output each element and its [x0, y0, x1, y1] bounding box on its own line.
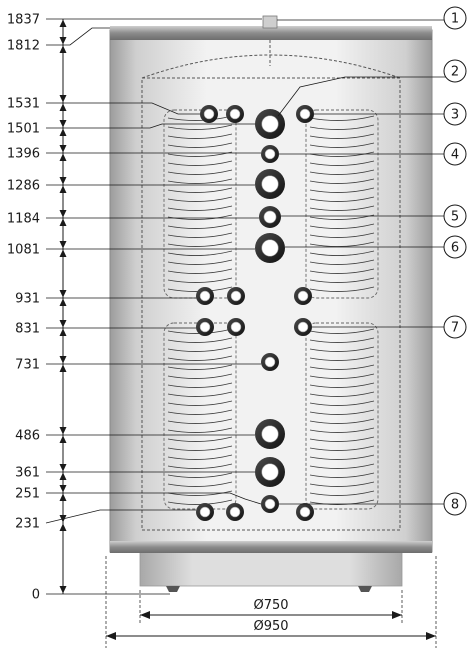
port-486: [255, 419, 285, 449]
height-label: 0: [32, 588, 40, 603]
inner-diameter-label: Ø750: [253, 598, 288, 613]
callout-6: 6: [285, 235, 467, 259]
height-label: 1396: [7, 147, 40, 162]
top-band: [110, 26, 432, 40]
port-831-left-a: [196, 318, 214, 336]
callout-number: 4: [451, 148, 459, 163]
bottom-band: [110, 541, 432, 553]
callout-number: 8: [451, 498, 459, 513]
height-label: 831: [15, 322, 40, 337]
height-label: 1837: [7, 13, 40, 28]
height-level-1531: 1531: [7, 95, 67, 112]
port-361: [255, 457, 285, 487]
connection-ports: [196, 105, 314, 521]
port-1531-left-b: [226, 105, 244, 123]
right-foot: [358, 586, 372, 592]
top-nozzle: [262, 15, 278, 29]
height-level-1081: 1081: [7, 241, 67, 258]
port-231-right: [296, 503, 314, 521]
diameter-dimensions: Ø750 Ø950: [105, 556, 437, 648]
height-label: 1812: [7, 39, 40, 54]
port-251: [261, 495, 279, 513]
height-level-251: 251: [15, 485, 67, 502]
left-foot: [166, 586, 180, 592]
height-label: 1501: [7, 122, 40, 137]
callout-7: 7: [312, 315, 467, 339]
callout-number: 3: [451, 108, 459, 123]
height-level-731: 731: [15, 356, 67, 373]
callout-number: 2: [451, 65, 459, 80]
port-831-left-b: [227, 318, 245, 336]
outer-diameter-label: Ø950: [253, 619, 288, 634]
callout-number: 5: [451, 210, 459, 225]
height-label: 486: [15, 429, 40, 444]
callout-1: 1: [277, 6, 467, 30]
height-level-1501: 1501: [7, 120, 67, 137]
callout-2: 2: [277, 59, 467, 117]
height-level-931: 931: [15, 290, 67, 307]
height-level-361: 361: [15, 464, 67, 481]
height-level-1286: 1286: [7, 177, 67, 194]
height-label: 1286: [7, 179, 40, 194]
port-1081: [255, 233, 285, 263]
port-1501: [255, 109, 285, 139]
lower-right-coil: [305, 322, 379, 510]
port-931-left-b: [227, 287, 245, 305]
height-label: 931: [15, 292, 40, 307]
height-level-1812: 1812: [7, 37, 67, 54]
height-label: 361: [15, 466, 40, 481]
height-level-831: 831: [15, 320, 67, 337]
port-1184: [259, 206, 281, 228]
port-1531-right: [296, 105, 314, 123]
height-label: 231: [15, 517, 40, 532]
tank-base: [139, 551, 403, 592]
port-931-right: [294, 287, 312, 305]
height-dimension-chain: 1837 1812 1531 1501 1396 1286 1184 1081 931 831 73…: [7, 13, 262, 603]
callout-8: 8: [279, 492, 467, 516]
port-231-left-a: [196, 503, 214, 521]
port-1286: [255, 169, 285, 199]
callout-number: 6: [451, 241, 459, 256]
callout-number: 7: [451, 321, 459, 336]
port-1396: [261, 145, 279, 163]
callout-5: 5: [281, 204, 467, 228]
port-231-left-b: [226, 503, 244, 521]
port-1531-left-a: [200, 105, 218, 123]
height-level-0: 0: [32, 586, 67, 603]
callout-4: 4: [279, 142, 467, 166]
inner-vessel: [141, 54, 401, 531]
callout-3: 3: [314, 102, 467, 126]
height-label: 1531: [7, 97, 40, 112]
height-label: 251: [15, 487, 40, 502]
callout-number: 1: [451, 12, 459, 27]
outer-diameter-dimension: Ø950: [106, 619, 436, 640]
height-level-1184: 1184: [7, 210, 67, 227]
height-level-231: 231: [15, 515, 67, 532]
height-label: 1184: [7, 212, 40, 227]
height-level-1396: 1396: [7, 145, 67, 162]
callout-markers: 1 2 3 4 5 6 7 8: [277, 6, 467, 516]
port-931-left-a: [196, 287, 214, 305]
height-level-1837: 1837: [7, 13, 67, 28]
height-label: 731: [15, 358, 40, 373]
height-label: 1081: [7, 243, 40, 258]
inner-diameter-dimension: Ø750: [140, 598, 402, 619]
port-831-right: [294, 318, 312, 336]
height-level-486: 486: [15, 427, 67, 444]
port-731: [261, 353, 279, 371]
